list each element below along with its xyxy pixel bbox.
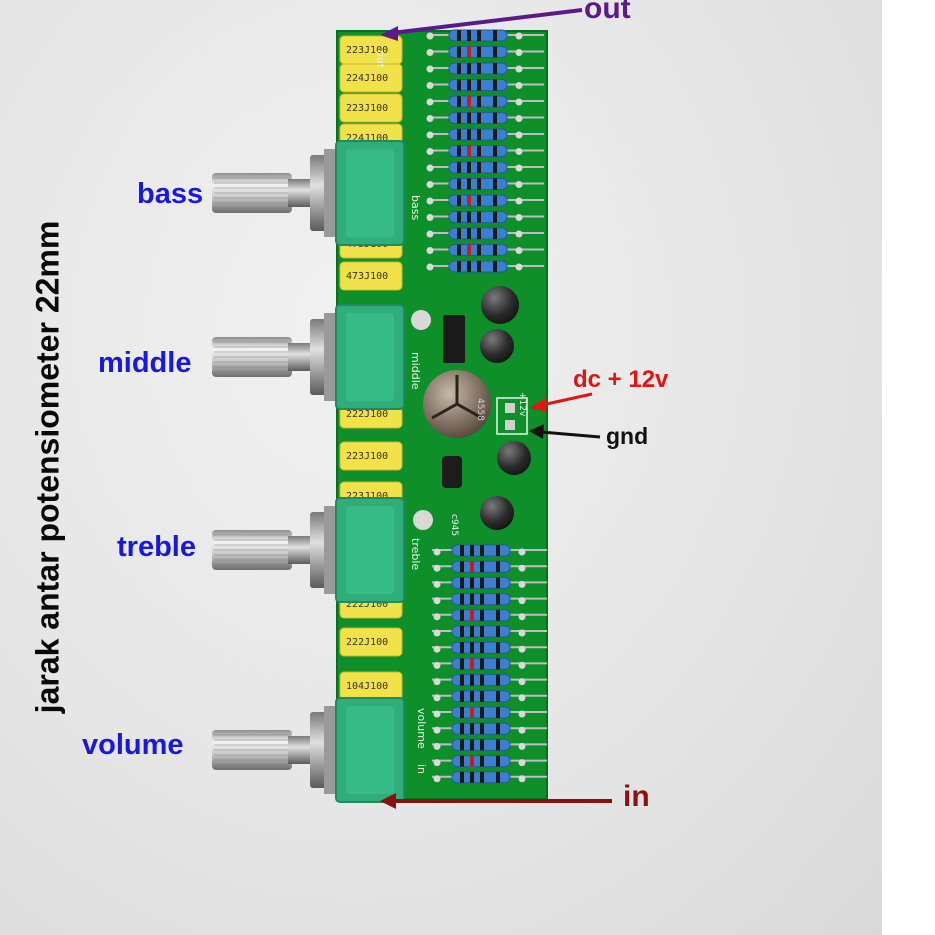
ic-chip xyxy=(443,315,465,363)
transistor xyxy=(442,456,462,488)
silkscreen-treble: treble xyxy=(409,538,422,570)
resistor xyxy=(432,593,547,606)
dc-12v-label: dc + 12v xyxy=(573,366,669,393)
potentiometer-volume xyxy=(212,697,405,803)
potentiometer-treble xyxy=(212,497,405,603)
resistor xyxy=(432,576,547,589)
resistor xyxy=(432,755,547,768)
in-label: in xyxy=(623,780,650,813)
resistor xyxy=(429,211,544,223)
resistor xyxy=(432,674,547,687)
resistor xyxy=(429,46,544,58)
capacitor-marking: 224J100 xyxy=(346,133,388,144)
dc-arrow xyxy=(530,392,593,412)
resistor xyxy=(432,706,547,719)
resistor xyxy=(432,609,547,622)
capacitor-marking: 222J100 xyxy=(346,409,388,420)
capacitor-marking: 223J100 xyxy=(346,103,388,114)
resistor xyxy=(429,29,544,42)
resistor xyxy=(429,227,544,240)
silkscreen-ic: 4558 xyxy=(475,398,485,421)
resistor xyxy=(429,95,544,108)
solder-pads xyxy=(426,32,526,783)
silkscreen-middle: middle xyxy=(409,352,422,390)
mounting-hole xyxy=(411,310,431,330)
capacitor-marking: 223J100 xyxy=(346,451,388,462)
capacitor-marking: 223J100 xyxy=(346,45,388,56)
resistor xyxy=(432,771,547,784)
resistor xyxy=(429,244,544,256)
silkscreen-transistor: c945 xyxy=(449,514,459,536)
resistor xyxy=(429,178,544,190)
resistor xyxy=(429,62,544,75)
out-label: out xyxy=(584,0,631,25)
resistor xyxy=(432,544,547,557)
capacitor-marking: 224J100 xyxy=(346,73,388,84)
resistor xyxy=(429,112,544,124)
resistor xyxy=(432,738,547,751)
resistor xyxy=(429,145,544,157)
capacitor-marking: 104J100 xyxy=(346,681,388,692)
gnd-arrow xyxy=(529,424,601,439)
film-capacitor: 222J100 xyxy=(339,627,403,657)
film-capacitor: 224J100 xyxy=(339,63,403,93)
gnd-label: gnd xyxy=(606,423,649,449)
product-photo: 223J100224J100223J100224J100473J100473J1… xyxy=(0,0,882,935)
film-capacitor: 473J100 xyxy=(339,261,403,291)
resistors-bottom xyxy=(432,544,547,784)
silkscreen-in: in xyxy=(415,764,428,774)
treble-label: treble xyxy=(117,531,196,563)
volume-label: volume xyxy=(82,729,184,761)
capacitor-marking: 222J100 xyxy=(346,637,388,648)
resistor xyxy=(432,657,547,670)
capacitor-marking: 473J100 xyxy=(346,271,388,282)
silkscreen-volume: volume xyxy=(415,708,428,749)
capacitor-marking: 222J100 xyxy=(346,599,388,610)
resistor xyxy=(429,128,544,141)
power-header xyxy=(496,397,528,435)
resistor xyxy=(432,625,547,638)
resistor xyxy=(432,560,547,573)
resistor xyxy=(432,641,547,654)
resistors-top xyxy=(429,29,544,273)
resistor xyxy=(432,722,547,735)
film-capacitor: 223J100 xyxy=(339,93,403,123)
potentiometer-middle xyxy=(212,304,405,410)
in-arrow xyxy=(380,793,612,809)
mounting-hole xyxy=(413,510,433,530)
bass-label: bass xyxy=(137,178,204,210)
electrolytic-capacitor xyxy=(480,286,531,530)
capacitor-marking: 223J100 xyxy=(346,491,388,502)
out-arrow xyxy=(380,8,583,41)
silkscreen-bass: bass xyxy=(409,195,422,220)
tone-control-board: 223J100224J100223J100224J100473J100473J1… xyxy=(212,8,612,809)
middle-label: middle xyxy=(98,347,192,379)
resistor xyxy=(429,260,544,273)
film-capacitor: 104J100 xyxy=(339,671,403,701)
resistor xyxy=(432,690,547,703)
film-capacitor: 223J100 xyxy=(339,35,403,65)
resistor xyxy=(429,79,544,91)
resistor xyxy=(429,194,544,207)
film-capacitor: 223J100 xyxy=(339,441,403,471)
potentiometer-spacing-caption: jarak antar potensiometer 22mm xyxy=(29,220,66,714)
potentiometer-bass xyxy=(212,140,405,246)
silkscreen-out: out xyxy=(374,50,387,69)
resistor xyxy=(429,161,544,174)
silkscreen-12v: +12v xyxy=(517,392,527,417)
large-capacitor xyxy=(423,370,491,438)
